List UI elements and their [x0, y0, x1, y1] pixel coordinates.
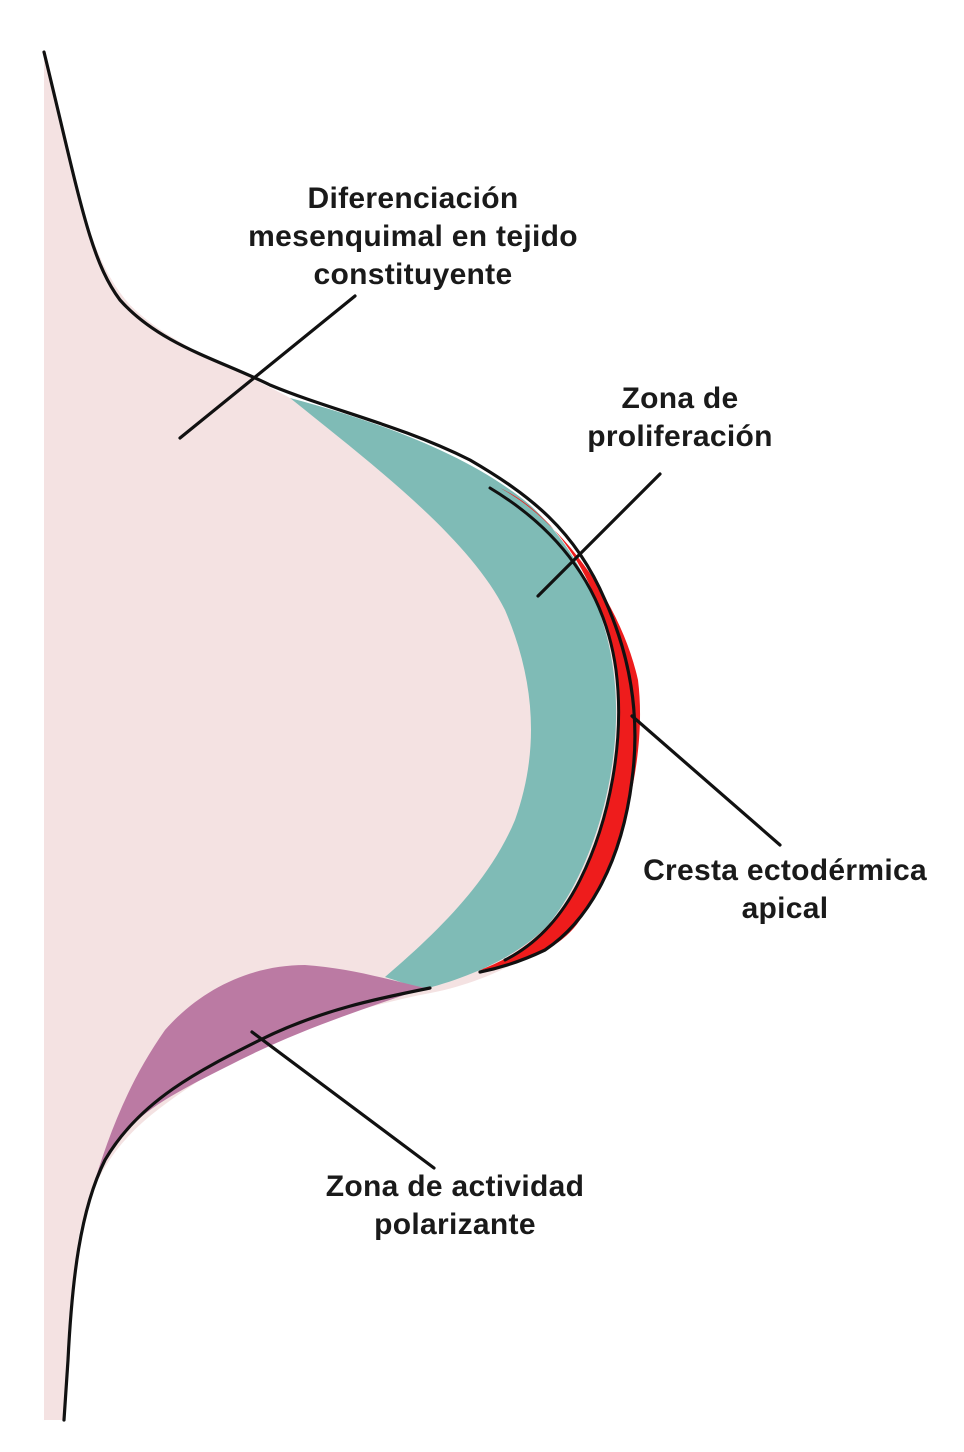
leader-line-proliferation: [536, 472, 662, 598]
proliferation-zone-region: [290, 398, 617, 990]
label-apical-ectodermal-ridge: Cresta ectodérmica apical: [620, 852, 950, 928]
polarizing-zone-region: [92, 965, 425, 1190]
leader-line-polarizing: [250, 1030, 436, 1170]
label-line: mesenquimal en tejido: [248, 220, 578, 253]
label-line: Zona de actividad: [325, 1170, 585, 1203]
inner-ridge-outline: [488, 486, 621, 962]
label-line: proliferación: [587, 420, 773, 453]
label-proliferation-zone: Zona de proliferación: [560, 380, 800, 456]
label-line: polarizante: [374, 1208, 536, 1241]
lower-outline: [62, 986, 432, 1422]
label-line: Diferenciación: [307, 182, 519, 215]
label-line: apical: [741, 892, 829, 925]
label-line: Zona de: [621, 382, 739, 415]
label-polarizing-activity-zone: Zona de actividad polarizante: [290, 1168, 620, 1244]
label-mesenchymal-differentiation: Diferenciación mesenquimal en tejido con…: [180, 180, 646, 294]
label-line: constituyente: [313, 258, 513, 291]
leader-line-mesenchymal: [178, 294, 357, 440]
upper-outline: [42, 50, 637, 974]
leader-line-apical-ridge: [630, 714, 782, 847]
label-line: Cresta ectodérmica: [643, 854, 927, 887]
